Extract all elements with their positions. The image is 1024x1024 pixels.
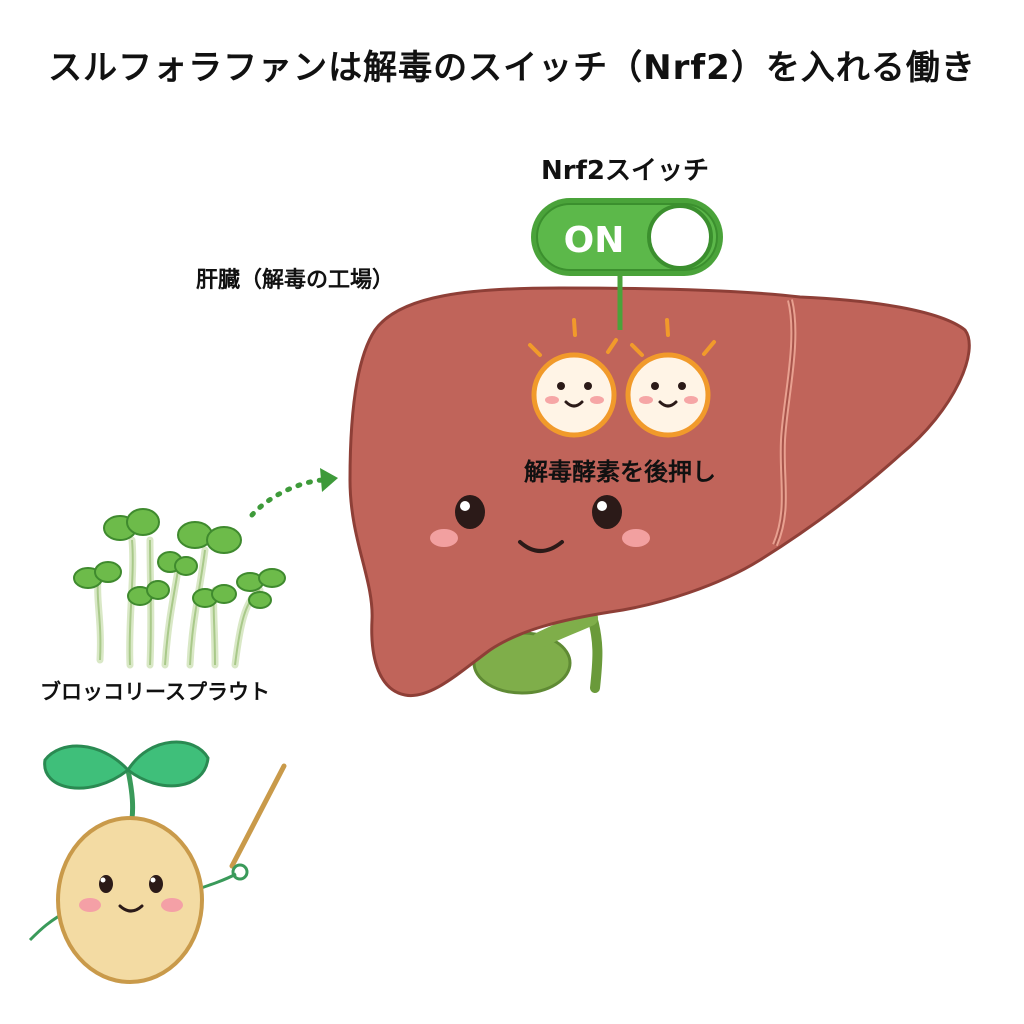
switch-state-text: ON <box>564 220 625 261</box>
switch-label: Nrf2スイッチ <box>541 156 709 186</box>
sprout-to-liver-arrow <box>249 468 338 518</box>
sprout-label: ブロッコリースプラウト <box>40 680 270 704</box>
nrf2-toggle-switch[interactable]: ON <box>531 198 723 276</box>
enzyme-character-right <box>625 318 716 438</box>
seed-mascot <box>28 740 287 984</box>
enzyme-label: 解毒酵素を後押し <box>524 458 716 486</box>
switch-knob <box>647 204 713 270</box>
page-title: スルフォラファンは解毒のスイッチ（Nrf2）を入れる働き <box>48 48 976 88</box>
liver-label: 肝臓（解毒の工場） <box>196 268 395 293</box>
broccoli-sprouts <box>73 508 286 669</box>
enzyme-character-left <box>528 318 618 438</box>
liver-face <box>430 495 650 553</box>
liver <box>348 286 971 698</box>
pointer-stick <box>229 763 287 869</box>
